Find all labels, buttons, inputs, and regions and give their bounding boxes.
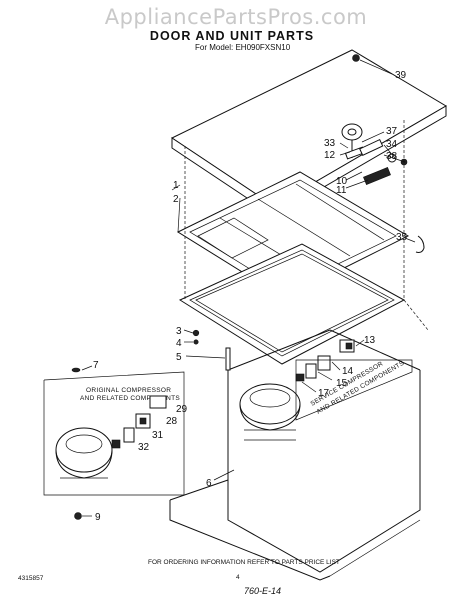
callout-17: 17	[318, 388, 330, 399]
callout-3: 3	[176, 326, 182, 337]
part-9-bolt	[74, 512, 92, 520]
callout-1: 1	[173, 180, 179, 191]
callout-15: 15	[336, 378, 348, 389]
callout-14: 14	[342, 366, 354, 377]
callout-35: 35	[396, 232, 408, 243]
part-5-pin	[185, 347, 231, 371]
original-box-line2: AND RELATED COMPONENTS	[80, 395, 180, 402]
callout-11: 11	[336, 185, 347, 196]
freezer-cabinet	[169, 329, 421, 581]
service-components	[295, 339, 365, 393]
callout-9: 9	[95, 512, 101, 523]
page-title: DOOR AND UNIT PARTS	[150, 29, 314, 43]
door-gasket	[178, 243, 406, 365]
callout-34: 34	[386, 139, 398, 150]
document-number: 4315857	[18, 575, 44, 582]
callout-38: 38	[386, 151, 398, 162]
callout-31: 31	[152, 430, 164, 441]
original-box-line1: ORIGINAL COMPRESSOR	[86, 387, 171, 394]
callout-39: 39	[395, 70, 407, 81]
page-number: 4	[236, 574, 240, 581]
lid-screw-part-39	[352, 54, 393, 75]
callout-6: 6	[206, 478, 212, 489]
callout-33: 33	[324, 138, 336, 149]
callout-13: 13	[364, 335, 376, 346]
callout-5: 5	[176, 352, 182, 363]
original-compressor-box: ORIGINAL COMPRESSOR AND RELATED COMPONEN…	[43, 371, 185, 496]
ordering-note: FOR ORDERING INFORMATION REFER TO PARTS …	[148, 559, 340, 566]
part-7-screw	[71, 365, 93, 373]
callout-4: 4	[176, 338, 182, 349]
callout-12: 12	[324, 150, 336, 161]
part-3-4-hardware	[183, 329, 200, 345]
callout-2: 2	[173, 194, 179, 205]
watermark: AppliancePartsPros.com	[105, 5, 368, 29]
gasket-clip-part-35	[404, 235, 425, 253]
callout-10: 10	[336, 176, 348, 187]
callout-37: 37	[386, 126, 398, 137]
model-subtitle: For Model: EH090FXSN10	[195, 43, 291, 52]
handwritten-note: 760-E-14	[244, 586, 281, 596]
callout-28: 28	[166, 416, 178, 427]
callout-7: 7	[93, 360, 99, 371]
callout-29: 29	[176, 404, 188, 415]
service-compressor	[239, 383, 301, 441]
hinge-assembly	[339, 123, 408, 189]
callout-32: 32	[138, 442, 150, 453]
